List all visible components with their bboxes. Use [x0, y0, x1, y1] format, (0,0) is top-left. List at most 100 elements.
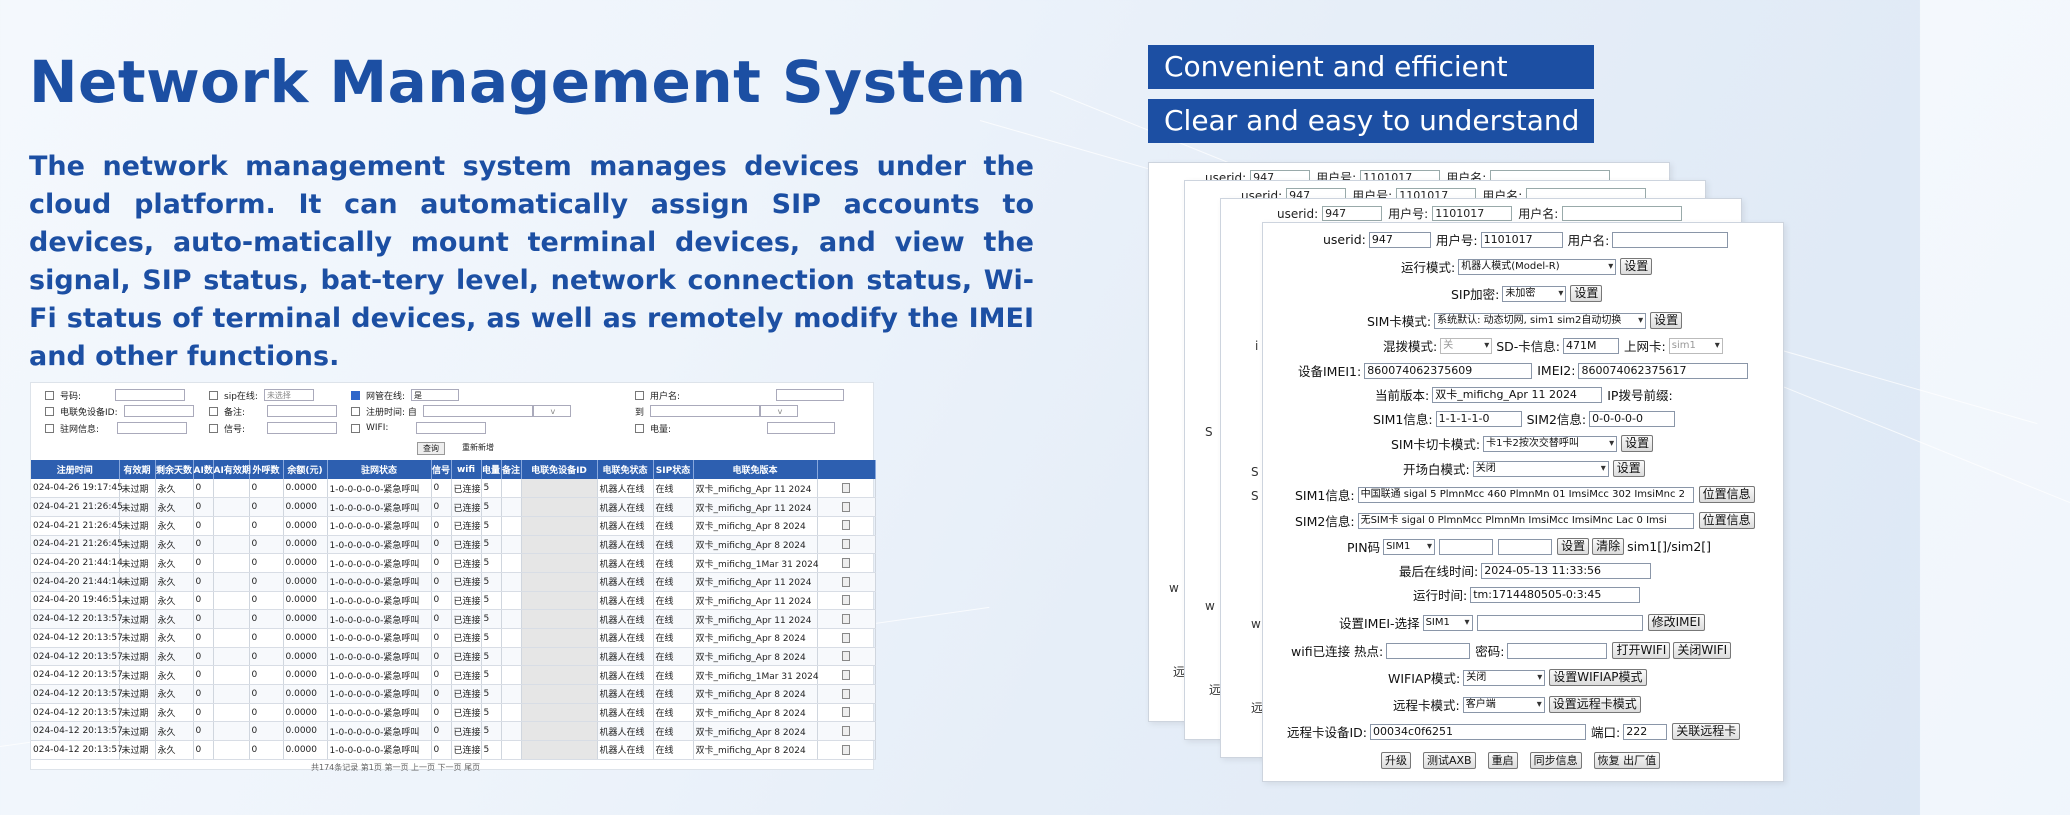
clear-pin-button[interactable]: 清除 — [1592, 538, 1625, 555]
net-card-select[interactable]: sim1 — [1668, 337, 1723, 354]
battery-checkbox[interactable] — [635, 423, 644, 433]
column-header[interactable]: 剩余天数 — [155, 460, 194, 479]
set-run-mode-button[interactable]: 设置 — [1620, 258, 1653, 275]
row-action-icon[interactable] — [842, 726, 850, 737]
userid-input[interactable]: 947 — [1368, 231, 1431, 248]
row-action-icon[interactable] — [842, 595, 850, 606]
row-action-icon[interactable] — [842, 557, 850, 568]
column-header[interactable]: 电联免状态 — [597, 460, 654, 479]
number-input[interactable] — [115, 389, 186, 401]
row-action-icon[interactable] — [842, 539, 850, 550]
sim2-location-button[interactable]: 位置信息 — [1698, 512, 1755, 529]
row-action-button[interactable] — [817, 591, 876, 611]
network-info-input[interactable] — [117, 422, 188, 434]
set-sim-switch-button[interactable]: 设置 — [1621, 435, 1654, 452]
row-action-icon[interactable] — [842, 669, 850, 680]
sim-mode-select[interactable]: 系统默认: 动态切网, sim1 sim2自动切换 — [1434, 312, 1647, 329]
remote-mode-select[interactable]: 客户端 — [1462, 696, 1545, 713]
set-remote-mode-button[interactable]: 设置远程卡模式 — [1548, 696, 1641, 713]
set-whitelist-button[interactable]: 设置 — [1612, 460, 1645, 477]
row-action-icon[interactable] — [842, 576, 850, 587]
register-time-checkbox[interactable] — [351, 406, 360, 416]
set-pin-button[interactable]: 设置 — [1557, 538, 1590, 555]
column-header[interactable]: 信号 — [431, 460, 452, 479]
register-start-input[interactable] — [422, 405, 533, 417]
wifi-password-input[interactable] — [1507, 642, 1608, 659]
column-header[interactable] — [817, 460, 876, 479]
row-action-button[interactable] — [817, 628, 876, 648]
row-action-icon[interactable] — [842, 501, 850, 512]
column-header[interactable]: 电联免设备ID — [521, 460, 598, 479]
column-header[interactable]: AI有效期 — [213, 460, 251, 479]
row-action-icon[interactable] — [842, 632, 850, 643]
sip-online-checkbox[interactable] — [209, 390, 218, 400]
set-sip-encrypt-button[interactable]: 设置 — [1570, 285, 1603, 302]
close-wifi-button[interactable]: 关闭WIFI — [1673, 642, 1732, 659]
column-header[interactable]: 电量 — [481, 460, 502, 479]
username-input[interactable] — [776, 389, 845, 401]
row-action-button[interactable] — [817, 516, 876, 536]
device-id-input[interactable] — [123, 405, 194, 417]
account-input[interactable]: 1101017 — [1480, 231, 1563, 248]
column-header[interactable]: 外呼数 — [249, 460, 284, 479]
username-checkbox[interactable] — [635, 390, 644, 400]
gateway-online-checkbox[interactable] — [351, 390, 360, 400]
signal-checkbox[interactable] — [209, 423, 218, 433]
set-sim-mode-button[interactable]: 设置 — [1650, 312, 1683, 329]
row-action-button[interactable] — [817, 497, 876, 517]
column-header[interactable]: wifi — [451, 460, 482, 479]
row-action-button[interactable] — [817, 703, 876, 723]
pin-input[interactable] — [1439, 538, 1494, 555]
column-header[interactable]: 备注 — [501, 460, 522, 479]
row-action-icon[interactable] — [842, 688, 850, 699]
battery-input[interactable] — [767, 422, 836, 434]
sim1-location-button[interactable]: 位置信息 — [1698, 486, 1755, 503]
action-button-0[interactable]: 升级 — [1381, 752, 1411, 769]
row-action-icon[interactable] — [842, 651, 850, 662]
port-input[interactable]: 222 — [1623, 723, 1668, 740]
wifiap-select[interactable]: 关闭 — [1463, 669, 1546, 686]
modify-imei-button[interactable]: 修改IMEI — [1647, 614, 1705, 631]
row-action-icon[interactable] — [842, 520, 850, 531]
row-action-button[interactable] — [817, 572, 876, 592]
row-action-button[interactable] — [817, 647, 876, 667]
wifi-input[interactable] — [416, 422, 487, 434]
reset-button[interactable]: 重新新增 — [462, 443, 494, 452]
sim-switch-select[interactable]: 卡1卡2按次交替呼叫 — [1483, 435, 1618, 452]
sip-online-select[interactable]: 未选择 — [263, 389, 314, 401]
imei1-field[interactable]: 860074062375609 — [1364, 362, 1533, 379]
row-action-icon[interactable] — [842, 707, 850, 718]
whitelist-select[interactable]: 关闭 — [1472, 460, 1609, 477]
signal-input[interactable] — [267, 422, 338, 434]
pagination[interactable]: 共174条记录 第1页 第一页 上一页 下一页 尾页 — [311, 762, 481, 772]
column-header[interactable]: 有效期 — [119, 460, 156, 479]
open-wifi-button[interactable]: 打开WIFI — [1612, 642, 1671, 659]
link-remote-card-button[interactable]: 关联远程卡 — [1672, 723, 1741, 740]
action-button-3[interactable]: 同步信息 — [1529, 752, 1582, 769]
imei-sim-select[interactable]: SIM1 — [1422, 614, 1473, 631]
imei2-field[interactable]: 860074062375617 — [1578, 362, 1749, 379]
row-action-button[interactable] — [817, 721, 876, 742]
set-wifiap-button[interactable]: 设置WIFIAP模式 — [1549, 669, 1647, 686]
sip-encrypt-select[interactable]: 未加密 — [1502, 285, 1567, 302]
wifi-checkbox[interactable] — [351, 423, 360, 433]
column-header[interactable]: 驻网状态 — [327, 460, 432, 479]
run-mode-select[interactable]: 机器人模式(Model-R) — [1458, 258, 1617, 275]
pin-sim-select[interactable]: SIM1 — [1383, 538, 1436, 555]
query-button[interactable]: 查询 — [417, 442, 445, 455]
row-action-icon[interactable] — [842, 744, 850, 755]
